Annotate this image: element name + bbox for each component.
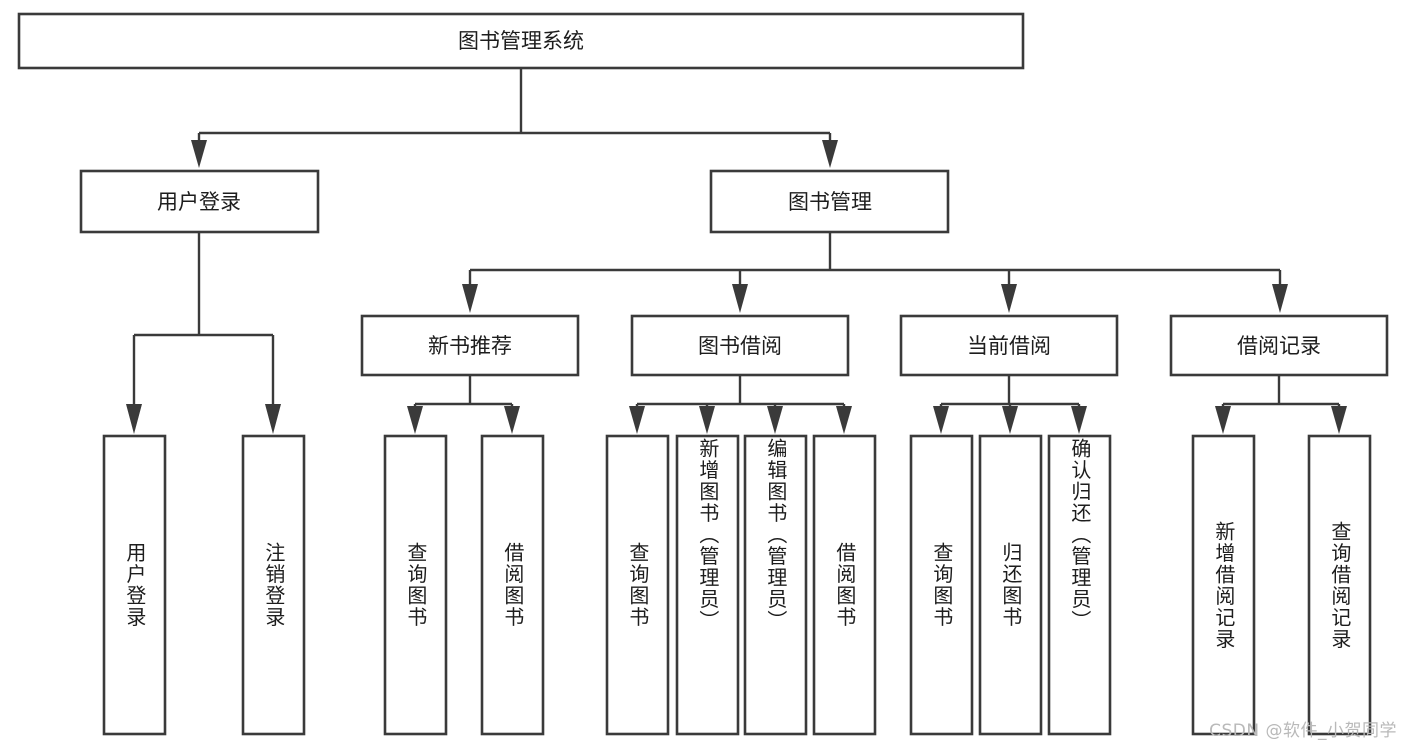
node-box-leaf-query-record[interactable] — [1307, 434, 1372, 736]
arrowhead-leaf-borrow-book-2 — [836, 406, 852, 434]
node-box-current-borrow[interactable] — [899, 314, 1119, 377]
arrowhead-leaf-return-book — [1002, 406, 1018, 434]
node-box-leaf-query-book-3[interactable] — [909, 434, 974, 736]
node-box-new-book-recommend[interactable] — [360, 314, 580, 377]
arrowhead-new-book-recommend — [462, 284, 478, 313]
node-label-root: 图书管理系统 — [458, 29, 584, 53]
arrowhead-current-borrow — [1001, 284, 1017, 313]
arrowhead-book-borrow — [732, 284, 748, 313]
arrowhead-leaf-query-book-3 — [933, 406, 949, 434]
csdn-watermark: CSDN @软件_小贺同学 — [1209, 721, 1397, 741]
arrowhead-leaf-query-book-1 — [407, 406, 423, 434]
node-label-user-login: 用户登录 — [157, 190, 241, 214]
node-box-leaf-add-record[interactable] — [1191, 434, 1256, 736]
arrowhead-leaf-add-book — [699, 406, 715, 434]
node-box-book-management[interactable] — [709, 169, 950, 234]
node-box-root[interactable] — [17, 12, 1025, 70]
arrowhead-book-management — [822, 140, 838, 168]
arrowhead-leaf-query-record — [1331, 406, 1347, 434]
arrowhead-leaf-edit-book — [767, 406, 783, 434]
arrowhead-user-login — [191, 140, 207, 168]
arrowhead-leaf-add-record — [1215, 406, 1231, 434]
arrowhead-leaf-borrow-book-1 — [504, 406, 520, 434]
node-label-book-management: 图书管理 — [788, 190, 872, 214]
node-box-leaf-borrow-book-2[interactable] — [812, 434, 877, 736]
node-label-book-borrow: 图书借阅 — [698, 334, 782, 358]
arrowhead-leaf-query-book-2 — [629, 406, 645, 434]
node-label-current-borrow: 当前借阅 — [967, 334, 1051, 358]
arrowhead-leaf-logout-login — [265, 404, 281, 434]
arrowhead-borrow-record — [1272, 284, 1288, 313]
node-box-borrow-record[interactable] — [1169, 314, 1389, 377]
node-box-leaf-logout-login[interactable] — [241, 434, 306, 736]
node-label-new-book-recommend: 新书推荐 — [428, 334, 512, 358]
node-box-leaf-add-book[interactable] — [675, 434, 740, 736]
node-box-leaf-confirm-return[interactable] — [1047, 434, 1112, 736]
node-box-leaf-query-book-2[interactable] — [605, 434, 670, 736]
node-box-leaf-return-book[interactable] — [978, 434, 1043, 736]
node-box-book-borrow[interactable] — [630, 314, 850, 377]
node-label-borrow-record: 借阅记录 — [1237, 334, 1321, 358]
arrowhead-leaf-user-login — [126, 404, 142, 434]
node-box-leaf-borrow-book-1[interactable] — [480, 434, 545, 736]
node-box-leaf-user-login[interactable] — [102, 434, 167, 736]
node-box-leaf-query-book-1[interactable] — [383, 434, 448, 736]
node-box-leaf-edit-book[interactable] — [743, 434, 808, 736]
arrowhead-leaf-confirm-return — [1071, 406, 1087, 434]
